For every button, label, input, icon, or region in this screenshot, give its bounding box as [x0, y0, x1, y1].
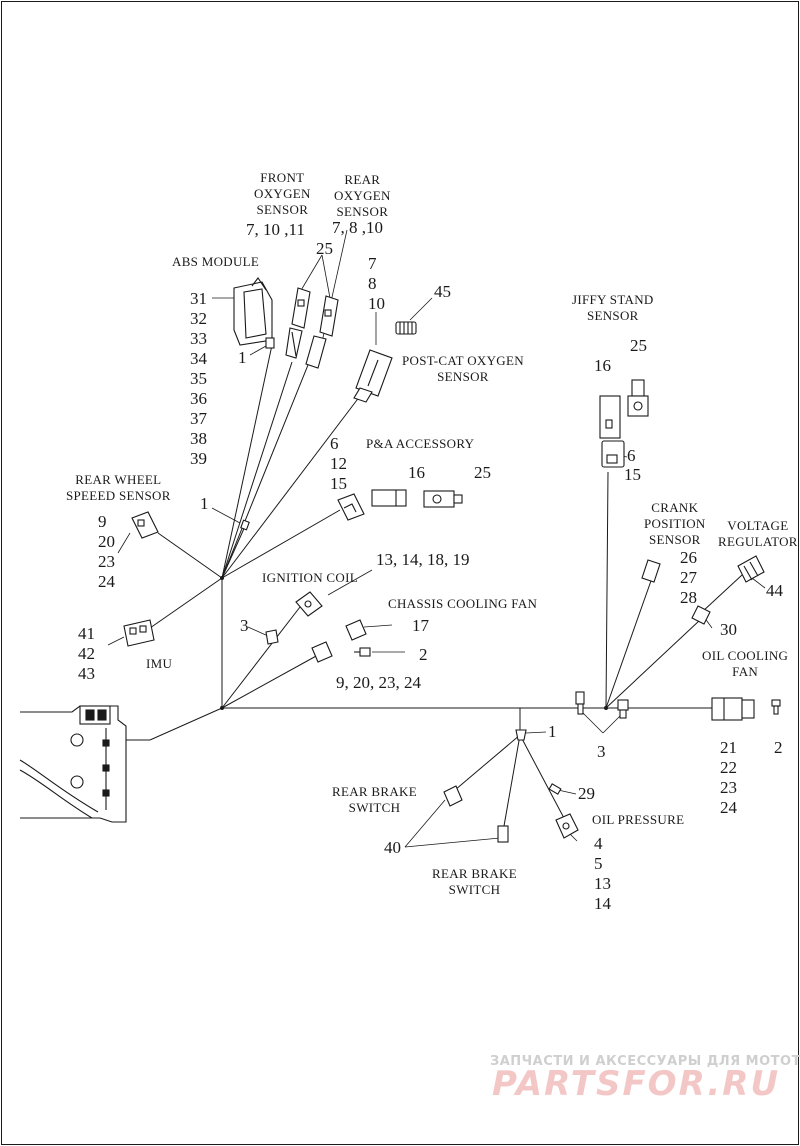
crank-position-connector-icon — [641, 559, 661, 583]
callout-1c: 1 — [548, 722, 557, 741]
post-cat-callouts: 7 8 10 — [368, 254, 385, 313]
callout-3b: 3 — [597, 742, 606, 761]
frame-wire — [149, 707, 223, 741]
callout-25c: 25 — [474, 463, 491, 482]
callout-17: 17 — [412, 616, 429, 635]
chassis-fan-callouts: 9, 20, 23, 24 — [336, 673, 421, 692]
front-oxygen-callouts: 7, 10 ,11 — [246, 220, 305, 239]
oil-pressure-label: OIL PRESSURE — [592, 812, 685, 827]
rear-oxygen-connector-icon — [305, 295, 339, 369]
crank-callouts: 26 27 28 — [680, 548, 697, 607]
callout-44: 44 — [766, 581, 783, 600]
oil-pressure-sensor-icon — [548, 783, 579, 839]
pa-branch — [221, 509, 341, 579]
callout-1a: 1 — [238, 348, 247, 367]
jiffy-stand-connector-icon — [599, 379, 649, 468]
vreg-branch — [605, 619, 701, 709]
rear-brake-switch-label-2: REAR BRAKE SWITCH — [432, 866, 517, 897]
jiffy-stand-sensor-label: JIFFY STAND SENSOR — [572, 292, 654, 323]
callout-16a: 16 — [594, 356, 611, 375]
callout-3a: 3 — [240, 616, 249, 635]
frame-rail-icon — [19, 705, 150, 823]
voltage-regulator-label: VOLTAGE REGULATOR — [718, 518, 798, 549]
callout-29: 29 — [578, 784, 595, 803]
rear-o2-branch — [221, 359, 311, 579]
front-oxygen-sensor-label: FRONT OXYGEN SENSOR — [254, 170, 311, 217]
rear-wheel-speed-connector-icon — [131, 511, 159, 539]
callout-40: 40 — [384, 838, 401, 857]
imu-connector-icon — [123, 619, 155, 647]
brake-1-branch — [454, 734, 521, 791]
callout-30: 30 — [720, 620, 737, 639]
pa-accessory-label: P&A ACCESSORY — [366, 436, 475, 451]
callout-1b: 1 — [200, 494, 209, 513]
imu-branch — [149, 577, 223, 629]
callout-45: 45 — [434, 282, 451, 301]
watermark-tagline: ЗАПЧАСТИ И АКСЕССУАРЫ ДЛЯ МОТОТЕХНИКИ — [490, 1054, 800, 1069]
callout-2b: 2 — [774, 738, 783, 757]
chassis-fan-branch — [221, 654, 319, 709]
rear-wheel-speed-sensor-label: REAR WHEEL SPEEED SENSOR — [66, 472, 171, 503]
ign-branch — [221, 606, 301, 709]
rear-oxygen-callouts: 7, 8 ,10 — [332, 218, 383, 237]
abs-branch — [221, 344, 273, 579]
callout-25a: 25 — [316, 239, 333, 258]
front-oxygen-connector-icon — [285, 287, 311, 359]
crank-position-sensor-label: CRANK POSITION SENSOR — [644, 500, 706, 547]
oil-cooling-fan-label: OIL COOLING FAN — [702, 648, 789, 679]
callout-6a: 6 — [627, 446, 636, 465]
abs-callouts: 31 32 33 34 35 36 37 38 39 — [190, 289, 207, 468]
pa-accessory-connector-icon — [337, 489, 463, 521]
chassis-cooling-fan-label: CHASSIS COOLING FAN — [388, 596, 538, 611]
clip-3-icon — [265, 629, 279, 645]
postcat-branch — [221, 395, 361, 579]
chassis-fan-connector-icon — [311, 619, 371, 663]
plug-45-icon — [395, 321, 417, 335]
oil-pressure-branch — [519, 734, 566, 821]
oil-cooling-fan-callouts: 21 22 23 24 — [720, 738, 737, 817]
harness-clip-icon — [575, 691, 629, 719]
ignition-coil-label: IGNITION COIL — [262, 570, 358, 585]
post-cat-oxygen-sensor-label: POST-CAT OXYGEN SENSOR — [402, 353, 524, 384]
callout-2a: 2 — [419, 645, 428, 664]
oil-cooling-fan-connector-icon — [711, 697, 781, 721]
vreg-lead — [701, 574, 743, 613]
imu-label: IMU — [146, 656, 173, 671]
pa-callouts: 6 12 15 — [330, 434, 347, 493]
rws-branch — [157, 532, 223, 579]
post-cat-connector-icon — [353, 349, 393, 403]
tie-strap-icon — [240, 519, 250, 531]
watermark-logo: PARTSFOR.RU — [492, 1064, 781, 1104]
oil-pressure-callouts: 4 5 13 14 — [594, 834, 611, 913]
voltage-regulator-connector-icon — [691, 555, 765, 625]
rear-brake-switch-icon — [443, 729, 527, 843]
callout-25b: 25 — [630, 336, 647, 355]
brake-2-branch — [503, 734, 521, 827]
rear-brake-switch-label-1: REAR BRAKE SWITCH — [332, 784, 417, 815]
crank-branch — [605, 577, 653, 709]
jiffy-branch — [605, 471, 609, 709]
tie-branch — [221, 523, 247, 579]
rear-wheel-speed-callouts: 9 20 23 24 — [98, 512, 115, 591]
imu-callouts: 41 42 43 — [78, 624, 95, 683]
ignition-coil-callouts: 13, 14, 18, 19 — [376, 550, 470, 569]
abs-module-label: ABS MODULE — [172, 254, 260, 269]
rear-oxygen-sensor-label: REAR OXYGEN SENSOR — [334, 172, 391, 219]
ignition-coil-connector-icon — [295, 591, 323, 617]
abs-module-icon — [233, 277, 275, 349]
callout-16b: 16 — [408, 463, 425, 482]
callout-15a: 15 — [624, 465, 641, 484]
front-o2-branch — [221, 361, 293, 579]
